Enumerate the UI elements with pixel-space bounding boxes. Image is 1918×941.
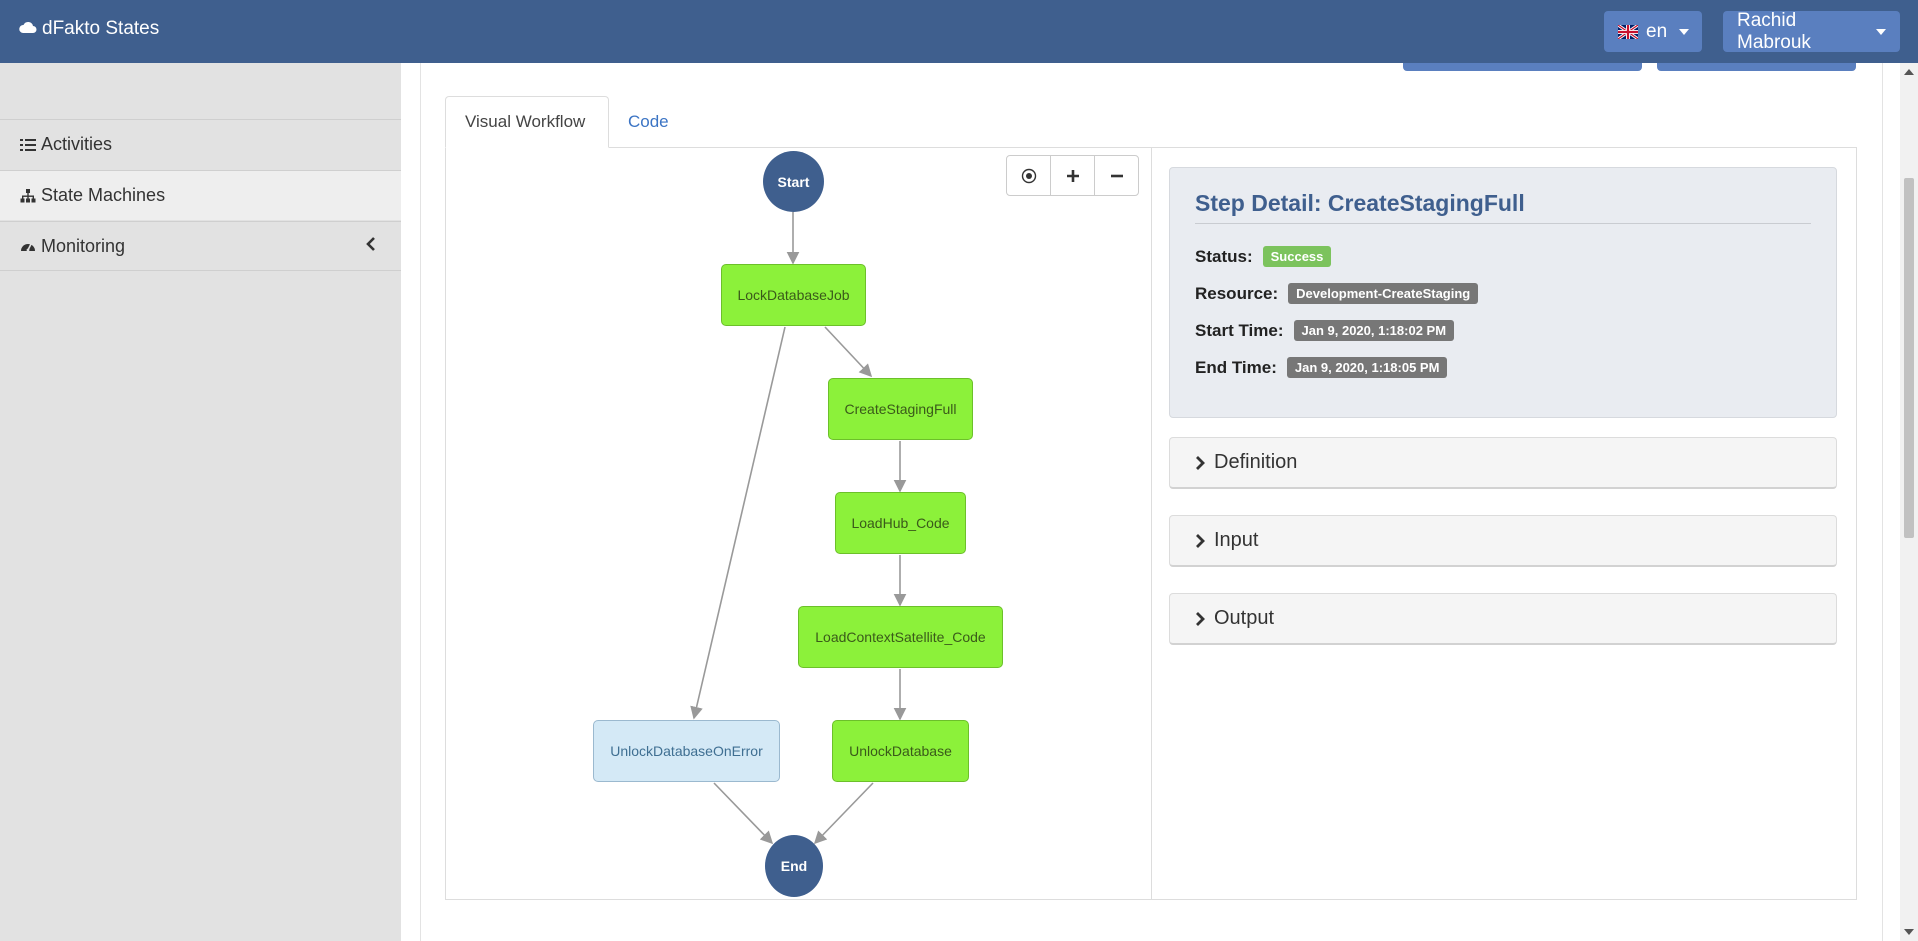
scrollbar-thumb[interactable]: [1904, 178, 1914, 538]
start-time-badge: Jan 9, 2020, 1:18:02 PM: [1293, 320, 1455, 341]
node-label: LoadContextSatellite_Code: [815, 629, 986, 645]
zoom-in-button[interactable]: [1050, 155, 1095, 196]
node-label: LockDatabaseJob: [737, 287, 850, 303]
dashboard-icon: [19, 237, 37, 255]
node-load-hub-code[interactable]: LoadHub_Code: [835, 492, 966, 554]
cloud-icon: [19, 18, 37, 40]
node-start[interactable]: Start: [763, 151, 824, 212]
language-dropdown[interactable]: en: [1604, 11, 1702, 52]
user-menu-dropdown[interactable]: Rachid Mabrouk: [1723, 9, 1900, 53]
target-icon: [1021, 168, 1037, 184]
accordion-definition[interactable]: Definition: [1169, 437, 1837, 489]
edge: [713, 782, 774, 845]
recenter-button[interactable]: [1006, 155, 1051, 196]
tab-pane: [445, 147, 1857, 900]
scroll-down-arrow-icon[interactable]: [1904, 929, 1914, 935]
zoom-controls: [1006, 155, 1139, 196]
chevron-right-icon: [1194, 533, 1206, 549]
tab-label: Code: [628, 112, 669, 131]
node-load-context-satellite-code[interactable]: LoadContextSatellite_Code: [798, 606, 1003, 668]
sidebar-item-state-machines[interactable]: State Machines: [0, 170, 401, 220]
status-badge: Success: [1262, 246, 1332, 267]
node-label: End: [780, 858, 808, 874]
accordion-label: Input: [1214, 529, 1259, 551]
caret-down-icon: [1679, 28, 1690, 35]
node-unlock-database-on-error[interactable]: UnlockDatabaseOnError: [593, 720, 780, 782]
sidebar: Activities State Machines Monitoring: [0, 63, 401, 941]
start-time-label: Start Time:: [1195, 320, 1284, 340]
chevron-left-icon[interactable]: [365, 236, 377, 257]
end-time-row: End Time: Jan 9, 2020, 1:18:05 PM: [1195, 357, 1448, 378]
tab-label: Visual Workflow: [465, 112, 586, 131]
vertical-scrollbar[interactable]: [1900, 63, 1918, 941]
node-label: UnlockDatabase: [849, 743, 952, 759]
action-button-partial[interactable]: [1657, 63, 1856, 71]
brand-label: dFakto States: [42, 18, 160, 39]
node-lock-database-job[interactable]: LockDatabaseJob: [721, 264, 866, 326]
divider: [1195, 223, 1811, 224]
node-label: UnlockDatabaseOnError: [610, 743, 763, 759]
minus-icon: [1109, 168, 1125, 184]
sidebar-item-label: Monitoring: [41, 235, 126, 256]
step-detail-title: Step Detail: CreateStagingFull: [1195, 190, 1525, 216]
node-label: LoadHub_Code: [851, 515, 950, 531]
node-end[interactable]: End: [765, 835, 823, 897]
resource-label: Resource:: [1195, 283, 1279, 303]
action-button-partial[interactable]: [1403, 63, 1642, 71]
workflow-graph[interactable]: [446, 148, 1152, 899]
node-unlock-database[interactable]: UnlockDatabase: [832, 720, 969, 782]
chevron-right-icon: [1194, 455, 1206, 471]
accordion-input[interactable]: Input: [1169, 515, 1837, 567]
accordion-label: Output: [1214, 607, 1275, 629]
chevron-right-icon: [1194, 611, 1206, 627]
user-name: Rachid Mabrouk: [1737, 9, 1811, 53]
sidebar-item-label: State Machines: [41, 185, 166, 205]
top-navbar: dFakto States en Rachid Mabrouk: [0, 0, 1918, 63]
node-label: CreateStagingFull: [844, 401, 957, 417]
language-label: en: [1646, 20, 1668, 42]
end-time-label: End Time:: [1195, 357, 1277, 377]
brand[interactable]: dFakto States: [19, 18, 159, 40]
node-label: Start: [777, 173, 810, 190]
edge: [824, 326, 873, 378]
step-detail-panel: Step Detail: CreateStagingFull Status: S…: [1169, 167, 1837, 418]
resource-row: Resource: Development-CreateStaging: [1195, 283, 1479, 304]
scroll-up-arrow-icon[interactable]: [1904, 69, 1914, 75]
accordion-label: Definition: [1214, 451, 1298, 473]
node-create-staging-full[interactable]: CreateStagingFull: [828, 378, 973, 440]
caret-down-icon: [1876, 28, 1886, 35]
sidebar-item-activities[interactable]: Activities: [0, 119, 401, 169]
edge: [813, 782, 874, 845]
end-time-badge: Jan 9, 2020, 1:18:05 PM: [1286, 357, 1448, 378]
zoom-out-button[interactable]: [1094, 155, 1139, 196]
resource-badge: Development-CreateStaging: [1288, 283, 1479, 304]
status-label: Status:: [1195, 246, 1253, 266]
sidebar-item-monitoring[interactable]: Monitoring: [0, 221, 401, 271]
accordion-output[interactable]: Output: [1169, 593, 1837, 645]
sidebar-item-label: Activities: [41, 134, 113, 154]
list-icon: [19, 136, 37, 154]
tab-code[interactable]: Code: [609, 96, 697, 148]
status-row: Status: Success: [1195, 246, 1332, 267]
sitemap-icon: [19, 187, 37, 205]
uk-flag-icon: [1618, 24, 1638, 39]
plus-icon: [1065, 168, 1081, 184]
tab-visual-workflow[interactable]: Visual Workflow: [445, 96, 609, 148]
start-time-row: Start Time: Jan 9, 2020, 1:18:02 PM: [1195, 320, 1455, 341]
edge: [690, 326, 786, 720]
